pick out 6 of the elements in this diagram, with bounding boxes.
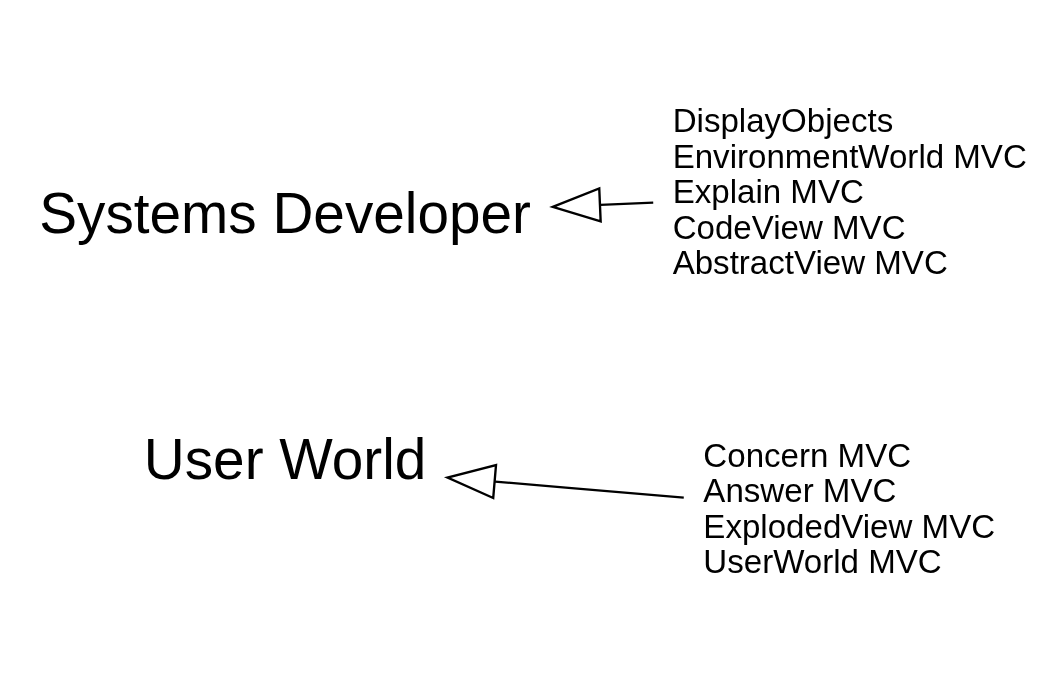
- arrow: [549, 186, 654, 224]
- node-text: DisplayObjects EnvironmentWorld MVC Explain MVC CodeView MVC AbstractView MVC: [672, 102, 1027, 282]
- node-text: User World: [143, 427, 427, 491]
- node-text: Concern MVC Answer MVC ExplodedView MVC UserWorld MVC: [703, 436, 996, 581]
- node-text: Systems Developer: [39, 181, 531, 245]
- arrow: [443, 463, 684, 500]
